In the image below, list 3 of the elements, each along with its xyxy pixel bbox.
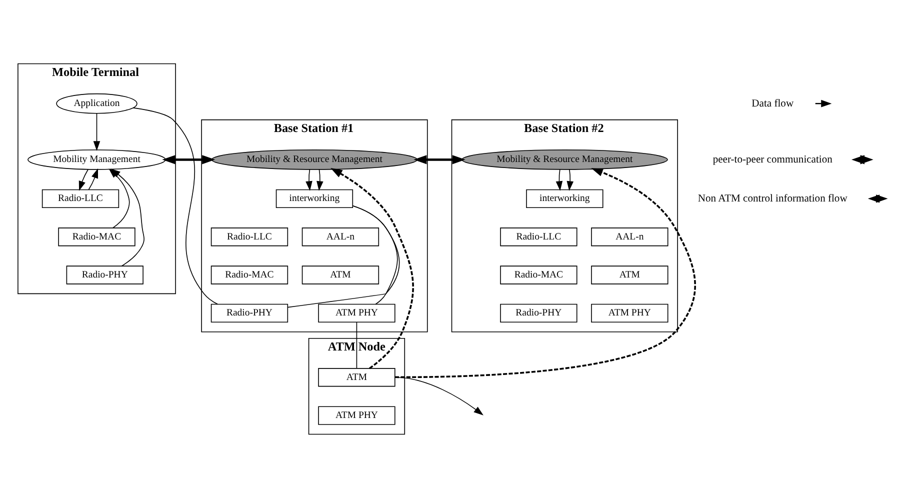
legend-label: Non ATM control information flow — [698, 192, 848, 204]
legend-label: peer-to-peer communication — [712, 154, 832, 165]
legend-label: Data flow — [752, 98, 794, 109]
